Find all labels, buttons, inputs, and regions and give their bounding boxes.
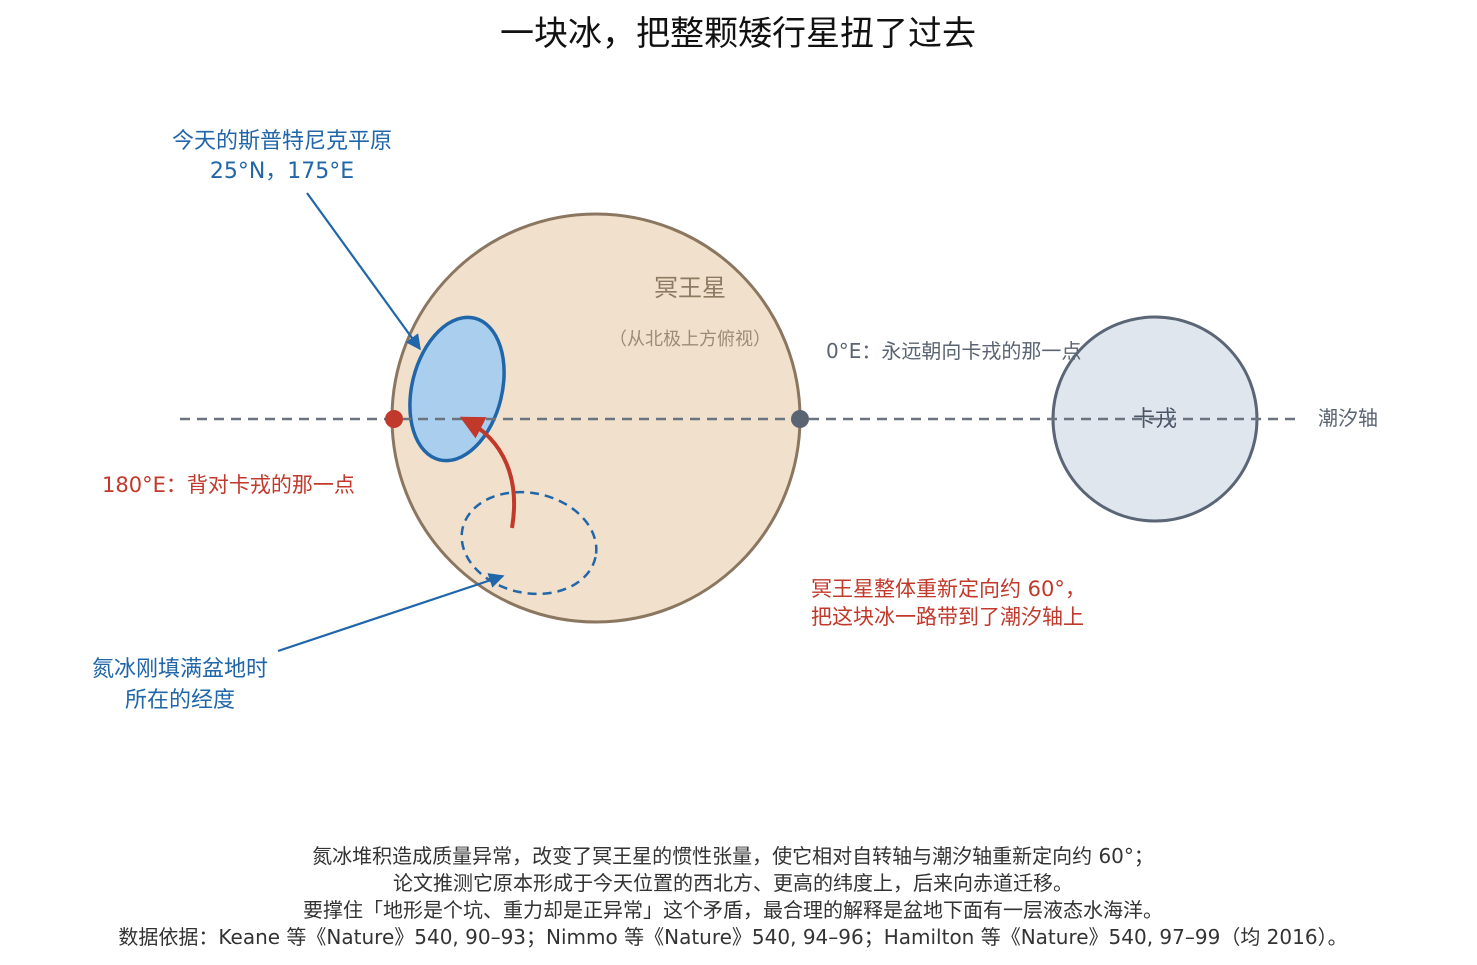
footer-line-3: 要撑住「地形是个坑、重力却是正异常」这个矛盾，最合理的解释是盆地下面有一层液态水…	[303, 898, 1163, 922]
sputnik-today-coords: 25°N，175°E	[210, 159, 354, 184]
anti-charon-label: 180°E：背对卡戎的那一点	[102, 473, 355, 497]
sub-charon-label: 0°E：永远朝向卡戎的那一点	[826, 339, 1081, 363]
pluto-label: 冥王星	[654, 274, 726, 302]
tidal-axis-label: 潮汐轴	[1318, 406, 1378, 430]
original-basin-outline	[460, 490, 598, 596]
reorientation-caption-1: 冥王星整体重新定向约 60°，	[811, 577, 1086, 601]
sub-charon-point	[791, 410, 809, 428]
reorientation-caption-2: 把这块冰一路带到了潮汐轴上	[811, 605, 1084, 629]
original-basin-label-2: 所在的经度	[125, 688, 235, 713]
footer-sources: 数据依据：Keane 等《Nature》540, 90–93；Nimmo 等《N…	[118, 925, 1347, 949]
original-basin-pointer-arrow	[277, 573, 505, 653]
footer-line-2: 论文推测它原本形成于今天位置的西北方、更高的纬度上，后来向赤道迁移。	[393, 871, 1073, 895]
pluto-view-note: （从北极上方俯视）	[609, 329, 771, 350]
page-title: 一块冰，把整颗矮行星扭了过去	[500, 14, 976, 54]
reorientation-arrow	[459, 416, 517, 529]
sputnik-pointer-arrow	[306, 192, 421, 351]
original-basin-label: 氮冰刚填满盆地时	[92, 657, 268, 682]
anti-charon-point	[385, 410, 403, 428]
sputnik-today-label: 今天的斯普特尼克平原	[172, 129, 392, 154]
footer-line-1: 氮冰堆积造成质量异常，改变了冥王星的惯性张量，使它相对自转轴与潮汐轴重新定向约 …	[312, 844, 1154, 868]
